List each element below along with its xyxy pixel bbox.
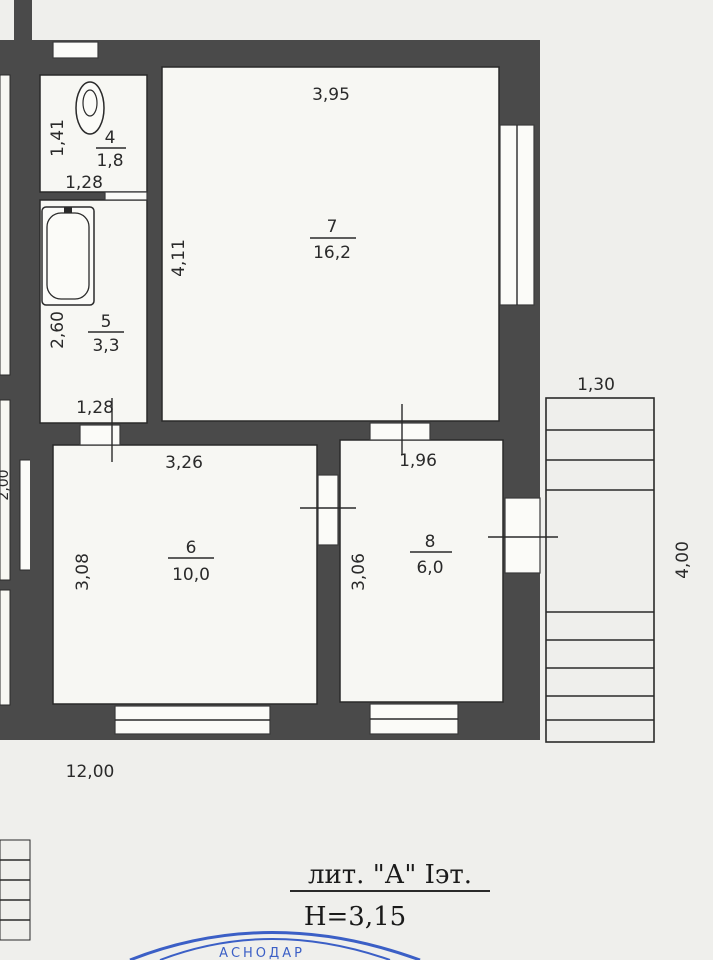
door-room8-porch bbox=[504, 497, 541, 574]
room-8-area: 6,0 bbox=[416, 558, 443, 578]
room-6 bbox=[52, 444, 318, 705]
room-7-number: 7 bbox=[327, 217, 338, 237]
door-room4-room5 bbox=[104, 191, 148, 201]
room-4-number: 4 bbox=[105, 128, 116, 148]
dim-2-00-edge: 2,00 bbox=[0, 469, 12, 500]
room-6-number: 6 bbox=[186, 538, 197, 558]
window-top-left bbox=[52, 41, 99, 59]
room-5-area: 3,3 bbox=[92, 336, 119, 356]
dim-1-28-bottom: 1,28 bbox=[76, 398, 114, 418]
legend-line-2: Н=3,15 bbox=[304, 902, 406, 932]
stamp-text: АСНОДАР bbox=[219, 946, 305, 960]
room-4-area: 1,8 bbox=[96, 151, 123, 171]
toilet-fixture-icon bbox=[75, 81, 105, 135]
dim-1-30: 1,30 bbox=[577, 375, 615, 395]
room-5-number: 5 bbox=[101, 312, 112, 332]
dim-3-06: 3,06 bbox=[349, 553, 369, 591]
room-6-area: 10,0 bbox=[172, 565, 210, 585]
dim-12-00: 12,00 bbox=[66, 762, 115, 782]
porch-stairs bbox=[545, 397, 655, 743]
legend-line-1: лит. "А" Iэт. bbox=[308, 860, 472, 890]
bathtub-fixture-icon bbox=[41, 206, 95, 306]
dim-3-95: 3,95 bbox=[312, 85, 350, 105]
room-7 bbox=[161, 66, 500, 422]
dim-1-96: 1,96 bbox=[399, 451, 437, 471]
dim-4-11: 4,11 bbox=[169, 239, 189, 277]
dim-3-08: 3,08 bbox=[73, 553, 93, 591]
door-room6-room8 bbox=[317, 474, 339, 546]
room-7-area: 16,2 bbox=[313, 243, 351, 263]
stamp-seal: АСНОДАР bbox=[129, 931, 421, 960]
dim-1-28-top: 1,28 bbox=[65, 173, 103, 193]
door-room7-room8 bbox=[369, 422, 431, 441]
room-8 bbox=[339, 439, 504, 703]
dim-4-00: 4,00 bbox=[673, 541, 693, 579]
door-room5-room6 bbox=[79, 424, 121, 446]
dim-2-60: 2,60 bbox=[48, 311, 68, 349]
dim-3-26: 3,26 bbox=[165, 453, 203, 473]
dim-1-41: 1,41 bbox=[48, 119, 68, 157]
room-8-number: 8 bbox=[425, 532, 436, 552]
